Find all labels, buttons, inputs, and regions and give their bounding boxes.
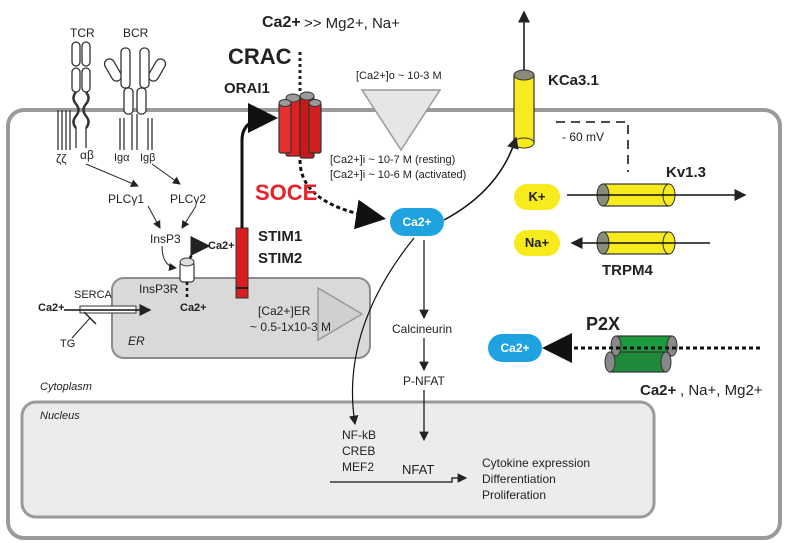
output-proliferation: Proliferation <box>482 488 547 502</box>
p2x-ions-rest: , Na+, Mg2+ <box>680 382 763 399</box>
orai1-label: ORAI1 <box>224 80 270 97</box>
kv13-label: Kv1.3 <box>666 164 707 181</box>
er-conc-line1: [Ca2+]ER <box>258 304 311 318</box>
selectivity-ca: Ca2+ <box>262 14 301 31</box>
kca31-label: KCa3.1 <box>548 72 599 89</box>
insp3r-label: InsP3R <box>139 282 179 296</box>
trpm4-label: TRPM4 <box>602 262 653 279</box>
creb-label: CREB <box>342 444 376 458</box>
soce-label: SOCE <box>255 180 318 205</box>
p-nfat-label: P-NFAT <box>403 374 445 388</box>
stim2-label: STIM2 <box>258 250 303 267</box>
p2x-ions-ca: Ca2+ <box>640 382 677 399</box>
insp3-to-receptor-arrow <box>161 245 177 271</box>
cytoplasm-label: Cytoplasm <box>40 381 92 393</box>
er-gradient-triangle <box>317 286 364 342</box>
stim1-label: STIM1 <box>258 228 303 245</box>
na-ion: Na+ <box>514 230 560 256</box>
alpha-beta-label: αβ <box>80 148 94 162</box>
tcr-to-plc-arrow <box>85 163 139 187</box>
potential-bracket <box>556 121 629 172</box>
nfat-label: NFAT <box>402 462 435 477</box>
er-conc-line2: ~ 0.5-1x10-3 M <box>250 320 332 334</box>
ext-ca-label: [Ca2+]o ~ 10-3 M <box>356 70 442 82</box>
insp3r-receptor <box>179 257 195 298</box>
int-activated-label: [Ca2+]i ~ 10-6 M (activated) <box>330 169 467 181</box>
ca-ion-p2x: Ca2+ <box>488 334 542 362</box>
output-cytokine: Cytokine expression <box>482 456 591 470</box>
ig-alpha-label: Igα <box>114 152 130 164</box>
selectivity-rest: >> Mg2+, Na+ <box>304 15 400 32</box>
mef2-label: MEF2 <box>342 460 375 474</box>
bcr-to-plc-arrow <box>151 163 181 185</box>
serca-label: SERCA <box>74 289 112 301</box>
plcg1-to-insp3-arrow <box>147 205 161 229</box>
output-differentiation: Differentiation <box>482 472 556 486</box>
nucleus-compartment <box>20 400 656 519</box>
plcg1-label: PLCγ1 <box>108 192 145 206</box>
insp3-label: InsP3 <box>150 232 181 246</box>
k-ion: K+ <box>514 184 560 210</box>
calcineurin-label: Calcineurin <box>392 322 453 336</box>
p2x-label: P2X <box>586 314 621 334</box>
nfkb-label: NF-kB <box>342 428 376 442</box>
ca-released-label: Ca2+ <box>208 240 235 252</box>
ca-to-kca-arrow <box>443 136 519 221</box>
tcr-label: TCR <box>70 26 95 40</box>
tg-inhibition <box>71 317 91 339</box>
p2x-channel <box>604 335 678 373</box>
zeta-label: ζζ <box>56 152 67 166</box>
tcr-receptor <box>57 41 91 150</box>
ca-serca-label: Ca2+ <box>38 302 65 314</box>
insp3r-release-arrow <box>188 236 211 259</box>
orai1-channel <box>278 91 322 159</box>
soce-arrow <box>298 159 386 230</box>
bcr-label: BCR <box>123 26 149 40</box>
bcr-receptor <box>103 47 167 150</box>
gene-track <box>330 473 468 483</box>
int-resting-label: [Ca2+]i ~ 10-7 M (resting) <box>330 154 456 166</box>
extracellular-gradient-triangle <box>360 89 442 152</box>
crac-label: CRAC <box>228 44 292 69</box>
plcg2-to-insp3-arrow <box>181 205 197 229</box>
potential-label: - 60 mV <box>562 130 605 144</box>
plcg2-label: PLCγ2 <box>170 192 207 206</box>
nucleus-label: Nucleus <box>40 410 80 422</box>
tg-label: TG <box>60 338 76 350</box>
ca-er-label: Ca2+ <box>180 302 207 314</box>
ca-to-tf-arrow <box>348 237 415 426</box>
ca-ion-center: Ca2+ <box>390 208 444 236</box>
stim-to-orai-arrow <box>240 103 278 228</box>
kca31-channel <box>513 69 535 149</box>
er-label: ER <box>128 334 145 348</box>
ig-beta-label: Igβ <box>140 152 156 164</box>
